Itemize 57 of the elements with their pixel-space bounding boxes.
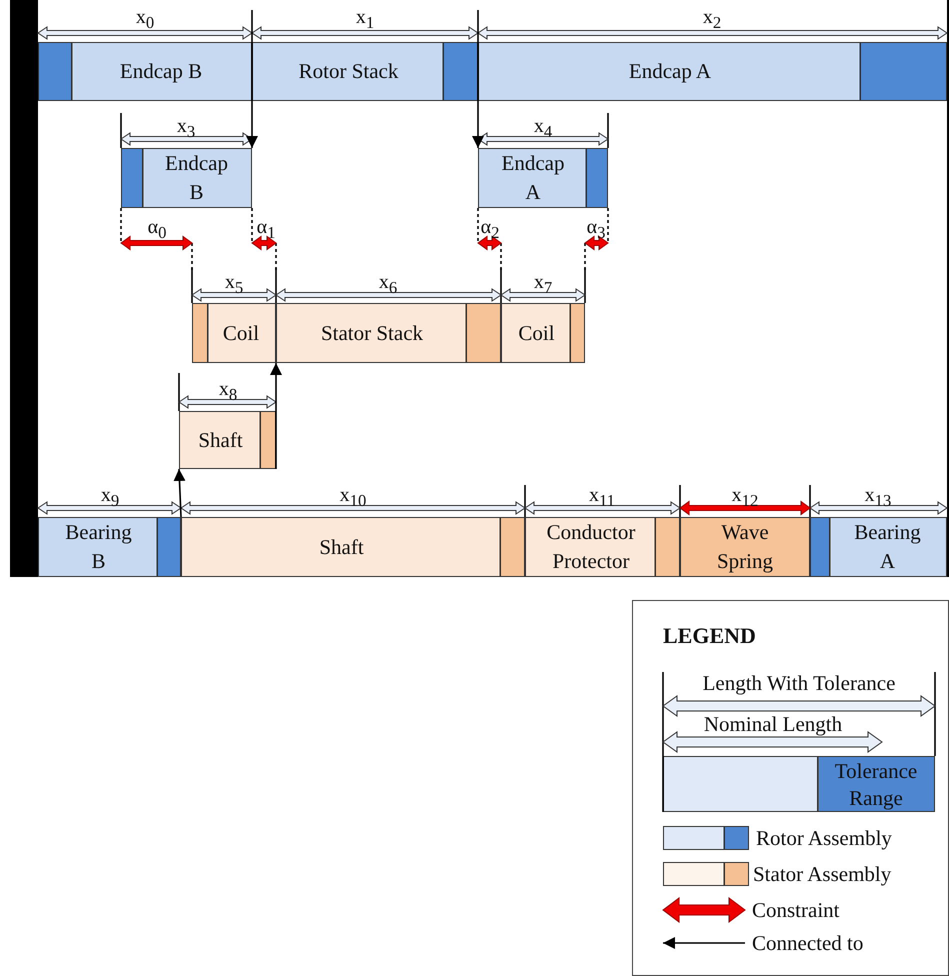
legend-label: Rotor Assembly <box>756 826 892 850</box>
component-block <box>181 517 525 577</box>
component-block <box>276 303 501 363</box>
dimension-label: x$_{6}$ <box>378 271 398 299</box>
dimension-label: x$_{4}$ <box>534 115 552 143</box>
dimension-label: x$_{2}$ <box>702 6 722 34</box>
legend-title: LEGEND <box>663 624 756 648</box>
component-block <box>501 303 585 363</box>
component-block <box>192 303 276 363</box>
component-label: Endcap B <box>120 58 202 85</box>
component-label: Endcap A <box>628 58 712 85</box>
component-label: Wave Spring <box>716 519 774 575</box>
component-label: Stator Stack <box>320 320 424 346</box>
connector-arrow <box>472 10 484 148</box>
component-label: Coil <box>518 320 555 346</box>
legend-label: Nominal Length <box>704 712 842 736</box>
component-label: Bearing A <box>853 519 922 575</box>
component-block <box>478 148 608 208</box>
component-label: Shaft <box>319 534 364 560</box>
component-block <box>810 517 947 577</box>
component-label: Shaft <box>198 426 243 454</box>
legend-label: Stator Assembly <box>753 862 892 886</box>
component-block <box>121 148 252 208</box>
legend-label: Tolerance Range <box>834 758 918 812</box>
legend-label: Length With Tolerance <box>702 671 896 695</box>
legend-label: Constraint <box>752 898 840 922</box>
connector-arrow <box>246 10 258 148</box>
legend-label: Connected to <box>752 931 864 955</box>
dimension-label: x$_{0}$ <box>136 6 154 34</box>
component-block <box>38 42 252 101</box>
component-block <box>252 42 478 101</box>
dimension-label: x$_{9}$ <box>100 484 120 512</box>
dimension-label: α$_{2}$ <box>480 216 500 244</box>
dimension-label: x$_{5}$ <box>224 271 244 299</box>
dimension-label: x$_{1}$ <box>356 6 374 34</box>
dimension-label: x$_{3}$ <box>176 115 196 143</box>
dimension-label: x$_{13}$ <box>864 484 892 512</box>
component-label: Bearing B <box>64 519 133 575</box>
component-block <box>38 517 181 577</box>
component-label: Conductor Protector <box>546 519 636 575</box>
component-block <box>179 411 276 469</box>
component-label: Coil <box>222 320 260 346</box>
dimension-label: x$_{7}$ <box>534 271 552 299</box>
dimension-label: x$_{12}$ <box>732 484 758 512</box>
dimension-label: α$_{1}$ <box>256 216 276 244</box>
dimension-label: x$_{11}$ <box>588 484 616 512</box>
connector-arrow <box>270 363 282 469</box>
component-block <box>525 517 680 577</box>
component-block <box>680 517 810 577</box>
component-block <box>478 42 947 101</box>
component-label: Endcap A <box>500 150 566 206</box>
component-label: Rotor Stack <box>298 58 398 85</box>
dimension-label: α$_{0}$ <box>148 216 166 244</box>
dimension-label: α$_{3}$ <box>586 216 606 244</box>
dimension-label: x$_{8}$ <box>218 378 238 406</box>
dimension-label: x$_{10}$ <box>340 484 366 512</box>
component-label: Endcap B <box>164 150 229 206</box>
